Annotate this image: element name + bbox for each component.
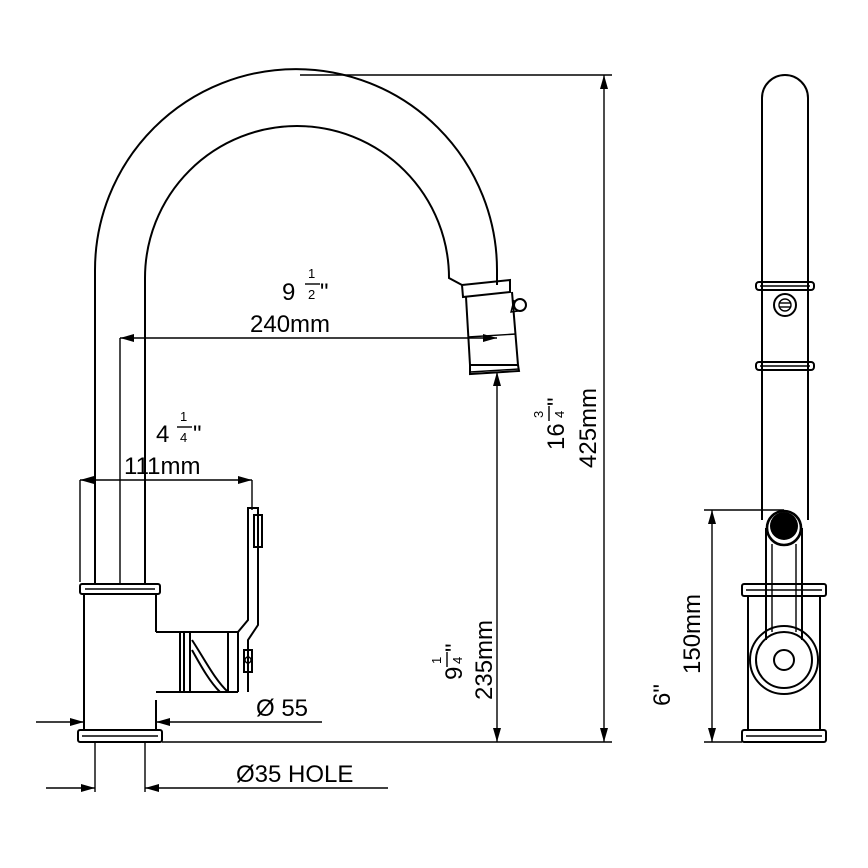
side-view: 6" 150mm <box>649 74 827 743</box>
body-depth-metric: 111mm <box>124 453 200 480</box>
front-view: 9 1 2 " 240mm 4 1 4 " 111mm <box>36 68 612 792</box>
spout-reach-metric: 240mm <box>250 311 330 338</box>
overall-height-inch-num: 3 <box>531 411 546 418</box>
dim-body-depth: 4 1 4 " 111mm <box>79 409 253 582</box>
spray-head <box>460 278 527 376</box>
base-diameter-label: Ø 55 <box>256 695 308 722</box>
overall-height-inch-den: 4 <box>552 411 567 418</box>
lever-height-inch: 6" <box>649 684 676 706</box>
overall-height-metric: 425mm <box>575 388 602 468</box>
body-depth-inch-num: 1 <box>180 409 187 424</box>
spout-height-inch-den: 4 <box>450 657 465 664</box>
spout-height-inch-num: 1 <box>429 657 444 664</box>
spout-inner-curve <box>144 125 463 585</box>
side-spray-button-icon <box>773 293 797 317</box>
body-depth-inch-whole: 4 <box>156 421 169 448</box>
dim-hole-diameter: Ø35 HOLE <box>46 742 388 792</box>
dim-spout-height: 9 1 4 " 235mm <box>429 372 501 742</box>
spout-reach-inch-den: 2 <box>308 287 315 302</box>
spout-outer-curve <box>94 68 498 585</box>
handle-lever <box>156 507 263 693</box>
dim-lever-height: 6" 150mm <box>649 509 784 743</box>
overall-height-inch-whole: 16 <box>543 423 570 450</box>
spout-reach-inch-num: 1 <box>308 266 315 281</box>
lever-knob-icon <box>770 512 798 540</box>
spray-button-icon <box>513 298 527 312</box>
spout-height-inch-mark: " <box>441 643 468 652</box>
dim-overall-height: 16 3 4 " 425mm <box>300 74 612 742</box>
side-spout-tube <box>761 74 809 520</box>
spout-height-metric: 235mm <box>471 620 498 700</box>
spout-reach-inch-mark: " <box>320 279 329 306</box>
lever-height-metric: 150mm <box>679 594 706 674</box>
body-depth-inch-den: 4 <box>180 430 187 445</box>
overall-height-inch-mark: " <box>543 397 570 406</box>
spout-reach-inch-whole: 9 <box>282 279 295 306</box>
spout-height-inch-whole: 9 <box>441 667 468 680</box>
dim-spout-reach: 9 1 2 " 240mm <box>120 266 497 342</box>
side-lever <box>765 528 803 640</box>
dim-base-diameter: Ø 55 <box>36 695 322 726</box>
hole-diameter-label: Ø35 HOLE <box>236 761 353 788</box>
faucet-body <box>77 583 163 743</box>
body-depth-inch-mark: " <box>193 421 202 448</box>
